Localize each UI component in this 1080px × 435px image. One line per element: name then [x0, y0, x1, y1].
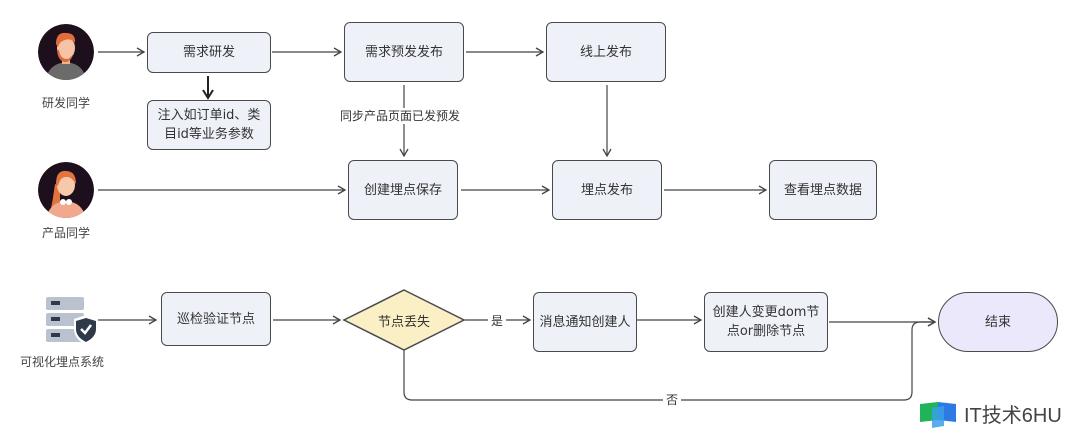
node-creator-change: 创建人变更dom节点or删除节点: [704, 292, 828, 352]
product-avatar: [38, 162, 94, 218]
node-online-release: 线上发布: [546, 22, 666, 82]
node-view-data: 查看埋点数据: [769, 160, 877, 220]
edge-label-yes: 是: [488, 313, 507, 329]
edge-decision-no: [403, 317, 937, 401]
node-req-dev: 需求研发: [147, 32, 271, 73]
node-inspect-verify: 巡检验证节点: [161, 292, 271, 346]
book-logo-icon: [920, 402, 956, 428]
edge-label-no: 否: [663, 392, 682, 408]
product-avatar-icon: [38, 162, 94, 218]
developer-label: 研发同学: [41, 96, 90, 110]
node-inject-params: 注入如订单id、类目id等业务参数: [147, 100, 271, 150]
watermark: IT技术6HU: [918, 398, 1062, 428]
system-icon-wrap: [44, 295, 100, 347]
server-shield-icon: [46, 297, 98, 345]
node-notify-creator: 消息通知创建人: [533, 292, 637, 352]
node-end: 结束: [938, 292, 1058, 352]
node-pre-release: 需求预发发布: [344, 22, 464, 82]
edge-label-sync: 同步产品页面已发预发: [337, 108, 464, 124]
developer-avatar-icon: [38, 24, 94, 80]
node-track-publish: 埋点发布: [552, 160, 662, 220]
developer-avatar: [38, 24, 94, 80]
product-label: 产品同学: [41, 226, 90, 240]
decision-label: 节点丢失: [377, 315, 430, 330]
system-label: 可视化埋点系统: [19, 355, 104, 369]
node-create-save: 创建埋点保存: [348, 160, 458, 220]
watermark-text: IT技术6HU: [964, 404, 1062, 427]
